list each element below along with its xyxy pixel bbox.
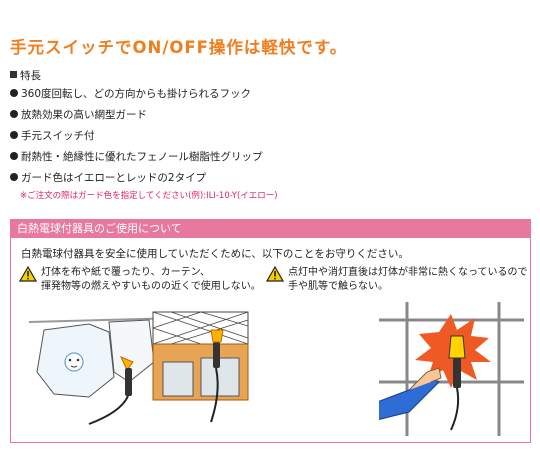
cloth-lamp-illustration — [29, 317, 179, 425]
feature-item: 360度回転し、どの方向からも掛けられるフック — [10, 84, 530, 105]
square-bullet-icon — [10, 71, 17, 78]
warning-cover: 灯体を布や紙で覆ったり、カーテン、 揮発物等の燃えやすいものの近くで使用しない。 — [19, 266, 269, 296]
feature-item: 放熱効果の高い網型ガード — [10, 105, 530, 126]
hot-lamp-hand-illustration — [379, 302, 524, 436]
feature-item: 耐熱性・絶縁性に優れたフェノール樹脂性グリップ — [10, 147, 530, 168]
bullet-icon — [10, 110, 18, 118]
order-note: ※ご注文の際はガード色を指定してください(例):ILI-10-Y(イエロー) — [20, 191, 278, 201]
caution-box: 白熱電球付器具のご使用について 白熱電球付器具を安全に使用していただくために、以… — [10, 219, 531, 443]
bullet-icon — [10, 152, 18, 160]
bullet-icon — [10, 89, 18, 97]
feature-item: 手元スイッチ付 — [10, 126, 530, 147]
feature-text: ガード色はイエローとレッドの2タイプ — [21, 172, 207, 184]
bullet-icon — [10, 173, 18, 181]
features-section: 特長 360度回転し、どの方向からも掛けられるフック 放熱効果の高い網型ガード … — [10, 68, 530, 205]
warning-hot: 点灯中や消灯直後は灯体が非常に熱くなっているので 手や肌等で触らない。 — [266, 266, 528, 296]
features-label: 特長 — [10, 68, 530, 84]
feature-text: 耐熱性・絶縁性に優れたフェノール樹脂性グリップ — [21, 151, 263, 163]
headline: 手元スイッチでON/OFF操作は軽快です。 — [10, 38, 348, 57]
warning-text-line: 灯体を布や紙で覆ったり、カーテン、 — [41, 267, 210, 278]
warning-text-line: 点灯中や消灯直後は灯体が非常に熱くなっているので — [288, 267, 528, 278]
warning-triangle-icon — [266, 266, 284, 282]
fuel-lamp-illustration — [152, 311, 249, 423]
warning-text-line: 手や肌等で触らない。 — [288, 281, 388, 292]
caution-header: 白熱電球付器具のご使用について — [11, 220, 530, 238]
caution-intro: 白熱電球付器具を安全に使用していただくために、以下のことをお守りください。 — [21, 248, 409, 260]
warning-text-line: 揮発物等の燃えやすいものの近くで使用しない。 — [41, 281, 261, 292]
warning-triangle-icon — [19, 266, 37, 282]
feature-text: 手元スイッチ付 — [21, 130, 95, 142]
feature-item: ガード色はイエローとレッドの2タイプ — [10, 168, 530, 189]
features-label-text: 特長 — [20, 70, 41, 82]
feature-text: 放熱効果の高い網型ガード — [21, 109, 147, 121]
bullet-icon — [10, 131, 18, 139]
feature-text: 360度回転し、どの方向からも掛けられるフック — [21, 88, 252, 100]
